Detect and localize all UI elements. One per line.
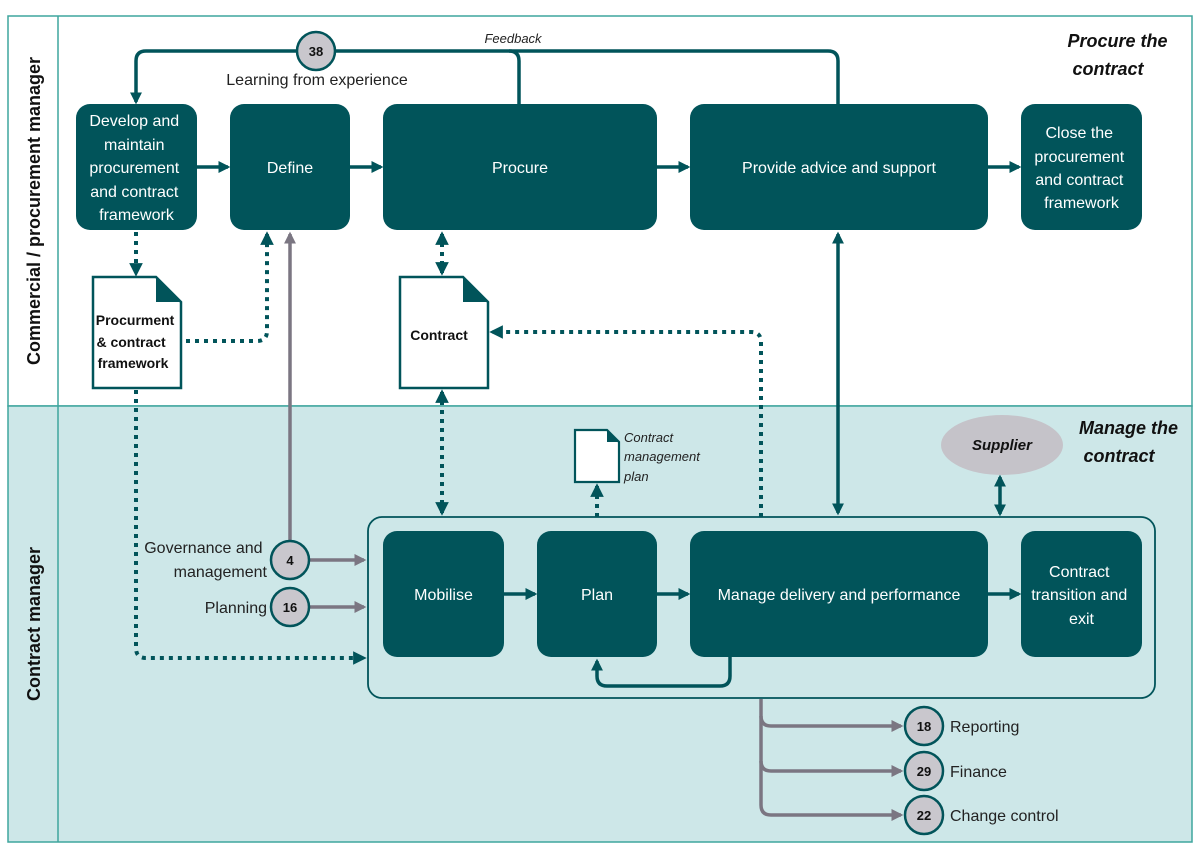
supplier-ellipse [941,415,1063,475]
title-procure-the-contract: Procure the contract [1067,31,1172,79]
governance-label: Governance and management [144,540,267,581]
box-mobilise-text: Mobilise [414,587,473,604]
planning-label: Planning [205,600,267,617]
arrow-manage-back-to-plan [591,657,732,688]
title-procure-line-2: contract [1072,59,1144,79]
doc-framework-text: Procurment & contract framework [96,312,178,371]
plan-doc-line-2: management [624,449,701,464]
doc-framework-line-3: framework [98,355,169,371]
badge-29 [903,750,945,792]
learning-from-experience-label: Learning from experience [226,72,408,89]
doc-framework-fold [156,277,181,302]
title-manage-line-2: contract [1083,446,1155,466]
box-manage-delivery-text: Manage delivery and performance [718,587,961,604]
plan-doc-line-1: Contract [624,430,675,445]
governance-line-2: management [174,564,268,581]
title-manage-the-contract: Manage the contract [1079,418,1183,466]
doc-management-plan [573,428,621,484]
close-line-1: Close the [1045,125,1113,142]
box-provide-advice-text: Provide advice and support [742,160,936,177]
box-contract-transition [1021,531,1142,657]
box-plan-text: Plan [581,587,613,604]
doc-contract [398,275,490,390]
supplier-label: Supplier [972,437,1033,454]
dotted-manage-to-contract [489,325,763,517]
title-procure-line-1: Procure the [1067,31,1167,51]
lane-upper-label: Commercial / procurement manager [24,57,44,365]
doc-framework-line-2: & contract [96,334,166,350]
badge-18-number: 18 [917,719,931,734]
lane-lower-label: Contract manager [24,547,44,701]
feedback-loop-branch [508,49,521,104]
badge-22 [903,794,945,836]
develop-line-4: and contract [90,184,179,201]
box-develop-framework-text: Develop and maintain procurement and con… [89,113,183,224]
close-line-3: and contract [1035,172,1124,189]
feedback-loop-line [130,49,840,105]
finance-label: Finance [950,764,1007,781]
doc-framework [91,275,183,390]
box-develop-framework [76,104,197,230]
transition-line-2: transition and [1031,587,1127,604]
box-provide-advice [690,104,988,230]
badge-38 [295,30,337,72]
box-define-text: Define [267,160,313,177]
doc-contract-text: Contract [410,327,468,343]
badge-4 [269,539,311,581]
transition-line-1: Contract [1049,564,1110,581]
title-manage-line-1: Manage the [1079,418,1178,438]
badge-16 [269,586,311,628]
box-close-framework-text: Close the procurement and contract frame… [1034,125,1128,212]
doc-contract-fold [463,277,488,302]
doc-management-plan-text: Contract management plan [623,430,704,484]
transition-line-3: exit [1069,611,1094,628]
box-procure [383,104,657,230]
badge-38-number: 38 [309,44,323,59]
box-contract-transition-text: Contract transition and exit [1031,564,1132,628]
box-manage-delivery [690,531,988,657]
plan-doc-line-3: plan [623,469,649,484]
box-plan [537,531,657,657]
develop-line-5: framework [99,207,175,224]
doc-framework-line-1: Procurment [96,312,175,328]
governance-line-1: Governance and [144,540,262,557]
badge-29-number: 29 [917,764,931,779]
develop-line-3: procurement [89,160,179,177]
develop-line-1: Develop and [89,113,179,130]
badge-4-number: 4 [286,553,294,568]
badge-16-number: 16 [283,600,297,615]
box-close-framework [1021,104,1142,230]
doc-management-plan-fold [607,430,619,442]
close-line-2: procurement [1034,149,1124,166]
feedback-caption: Feedback [484,31,543,46]
grey-out-change-control [759,761,904,821]
change-control-label: Change control [950,808,1059,825]
develop-line-2: maintain [104,137,164,154]
badge-18 [903,705,945,747]
box-procure-text: Procure [492,160,548,177]
box-mobilise [383,531,504,657]
reporting-label: Reporting [950,719,1019,736]
close-line-4: framework [1044,195,1120,212]
badge-22-number: 22 [917,808,931,823]
box-define [230,104,350,230]
